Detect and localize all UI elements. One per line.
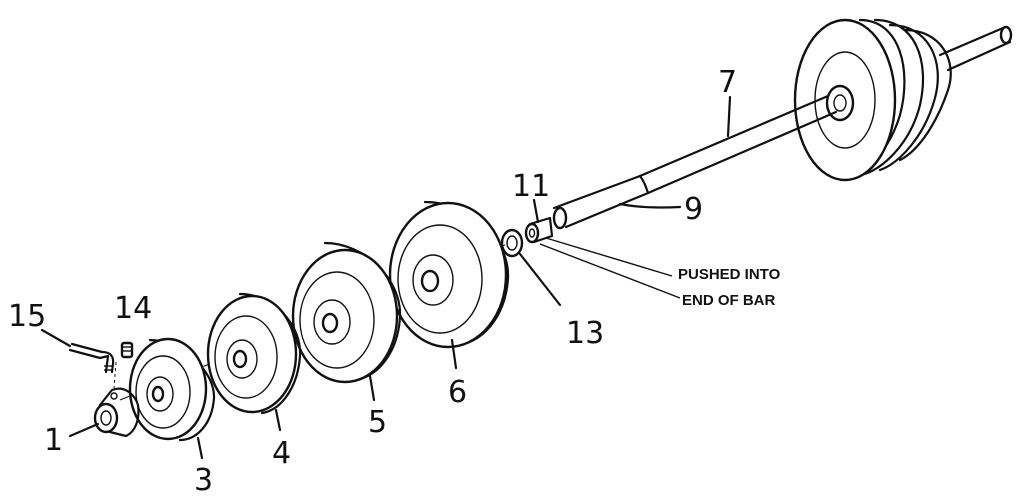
leader-1 bbox=[68, 422, 100, 438]
insert-part-11 bbox=[524, 216, 554, 244]
allen-wrench-part-15 bbox=[68, 342, 115, 374]
washer-part-13 bbox=[500, 228, 524, 258]
leader-15 bbox=[40, 328, 72, 348]
note-leader-1 bbox=[545, 237, 673, 277]
leader-13 bbox=[518, 252, 562, 307]
leader-3 bbox=[196, 436, 204, 460]
plate-part-3 bbox=[128, 337, 216, 442]
part-number-9: 9 bbox=[684, 192, 703, 227]
part-number-5: 5 bbox=[368, 405, 387, 440]
leader-6 bbox=[450, 338, 458, 370]
plate-part-6 bbox=[388, 200, 510, 349]
leader-9 bbox=[618, 202, 682, 209]
part-number-6: 6 bbox=[448, 375, 467, 410]
bar bbox=[552, 94, 838, 230]
note-line-1: PUSHED INTO bbox=[678, 266, 781, 283]
leader-11 bbox=[532, 198, 540, 224]
assembled-weight-stack bbox=[793, 18, 1013, 182]
leader-4 bbox=[274, 408, 282, 432]
part-number-11: 11 bbox=[512, 169, 550, 204]
part-number-13: 13 bbox=[566, 316, 604, 351]
leader-5 bbox=[368, 374, 376, 402]
part-number-1: 1 bbox=[44, 423, 63, 458]
part-number-14: 14 bbox=[114, 291, 152, 326]
plate-part-5 bbox=[291, 241, 402, 384]
part-number-7: 7 bbox=[718, 65, 737, 100]
leader-7 bbox=[726, 95, 732, 138]
part-number-3: 3 bbox=[194, 463, 213, 498]
plate-part-4 bbox=[206, 292, 302, 415]
part-number-15: 15 bbox=[8, 299, 46, 334]
note-leader-2 bbox=[539, 243, 681, 299]
set-screw-part-14 bbox=[113, 341, 134, 389]
collar-part-1 bbox=[93, 387, 140, 438]
note-line-2: END OF BAR bbox=[682, 292, 776, 309]
part-number-4: 4 bbox=[272, 436, 291, 471]
